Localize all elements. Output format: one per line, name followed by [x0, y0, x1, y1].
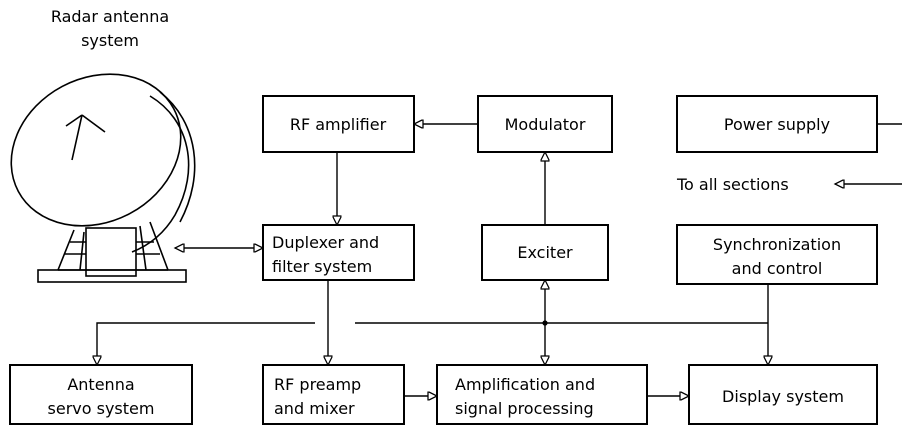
block-rf-preamp: RF preamp and mixer	[262, 364, 405, 425]
block-duplexer: Duplexer and filter system	[262, 224, 415, 281]
duplexer-label-line-1: Duplexer and	[272, 233, 379, 252]
antenna-label-line-2: system	[81, 31, 139, 50]
radar-antenna-drawing	[10, 73, 196, 283]
modulator-label: Modulator	[505, 115, 586, 134]
block-display: Display system	[688, 364, 878, 425]
antenna-feed	[65, 114, 106, 161]
duplexer-label-line-2: filter system	[272, 257, 372, 276]
antenna-pedestal-column	[85, 227, 137, 277]
sync-control-label-line-1: Synchronization	[713, 235, 841, 254]
rf-preamp-label-line-2: and mixer	[274, 399, 355, 418]
display-label: Display system	[722, 387, 844, 406]
antenna-pedestal-legs	[57, 221, 169, 271]
antenna-servo-label-line-2: servo system	[48, 399, 155, 418]
amplification-label-line-2: signal processing	[455, 399, 594, 418]
bus-junction-dot	[542, 320, 548, 326]
antenna-dish	[10, 73, 182, 227]
block-sync-control: Synchronization and control	[676, 224, 878, 285]
block-power-supply: Power supply	[676, 95, 878, 153]
sync-control-label-line-2: and control	[732, 259, 823, 278]
rf-preamp-label-line-1: RF preamp	[274, 375, 361, 394]
block-amplification: Amplification and signal processing	[436, 364, 648, 425]
block-rf-amplifier: RF amplifier	[262, 95, 415, 153]
antenna-servo-label-line-1: Antenna	[67, 375, 134, 394]
rf-amplifier-label: RF amplifier	[290, 115, 387, 134]
power-supply-label: Power supply	[724, 115, 830, 134]
to-all-sections-label: To all sections	[676, 175, 789, 194]
antenna-label-line-1: Radar antenna	[51, 7, 169, 26]
antenna-dish-rim-back	[159, 91, 196, 223]
antenna-dish-rim	[131, 95, 190, 253]
antenna-base	[37, 269, 187, 283]
exciter-label: Exciter	[517, 243, 573, 262]
connections	[97, 124, 902, 396]
antenna-pedestal-braces	[64, 241, 160, 255]
antenna-label: Radar antenna system	[51, 7, 169, 50]
amplification-label-line-1: Amplification and	[455, 375, 595, 394]
block-modulator: Modulator	[477, 95, 613, 153]
block-antenna-servo: Antenna servo system	[9, 364, 193, 425]
to-antenna-servo-arrow	[97, 322, 315, 365]
block-exciter: Exciter	[481, 224, 609, 281]
